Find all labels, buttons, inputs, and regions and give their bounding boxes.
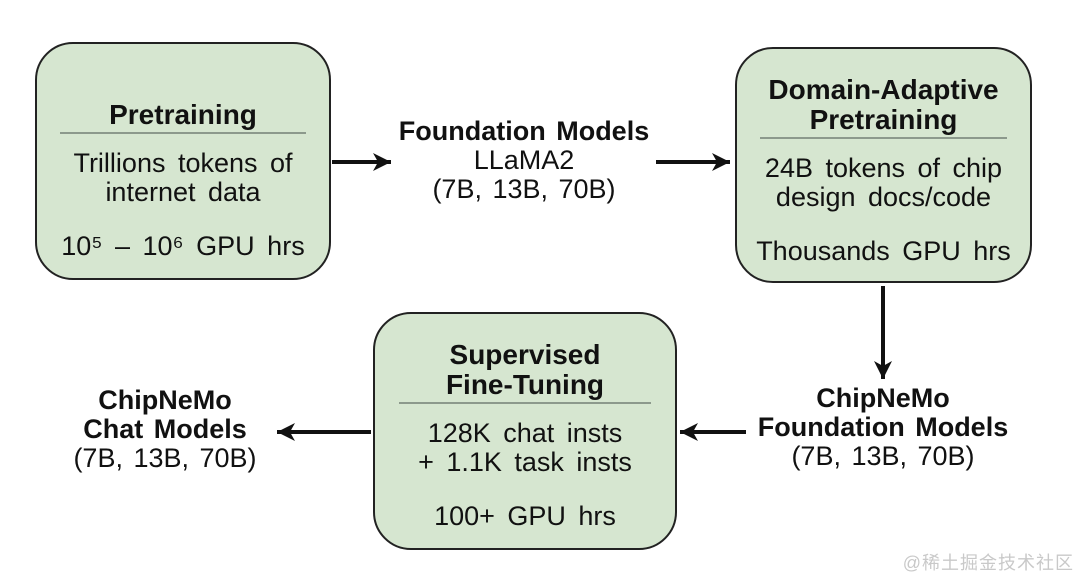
foundation-models-label-line: Foundation Models [398,116,650,146]
chipnemo-foundation-label-line: ChipNeMo [816,383,950,413]
foundation-models-label-line: LLaMA2 [473,145,575,175]
foundation-models-label-line: (7B, 13B, 70B) [432,174,616,204]
foundation-models-label: Foundation Models LLaMA2 (7B, 13B, 70B) [359,117,689,204]
chipnemo-chat-label-line: (7B, 13B, 70B) [73,443,257,473]
supervised-fine-tuning-box-title: Supervised Fine-Tuning [375,314,675,410]
sft-gpu-hours: 100+ GPU hrs [434,501,616,531]
pretraining-body-line: Trillions tokens of [73,148,293,178]
chipnemo-chat-label-line: ChipNeMo [98,385,232,415]
sft-title-line: Supervised [449,339,601,370]
chipnemo-foundation-label-line: (7B, 13B, 70B) [791,441,975,471]
dapt-gpu-hours: Thousands GPU hrs [756,236,1011,266]
sft-title-line: Fine-Tuning [445,369,605,400]
pretraining-gpu-hours: 10⁵ – 10⁶ GPU hrs [61,231,305,261]
watermark-text: @稀土掘金技术社区 [902,553,1074,573]
pretraining-box-body: Trillions tokens of internet data [37,149,329,207]
domain-adaptive-pretraining-box: Domain-Adaptive Pretraining 24B tokens o… [735,47,1032,283]
sft-body-line: + 1.1K task insts [418,447,632,477]
sft-box-body: 128K chat insts + 1.1K task insts [375,419,675,477]
title-divider [760,137,1007,139]
sft-body-line: 128K chat insts [427,418,623,448]
domain-adaptive-pretraining-box-title: Domain-Adaptive Pretraining [737,49,1030,145]
supervised-fine-tuning-box: Supervised Fine-Tuning 128K chat insts +… [373,312,677,550]
title-divider [60,132,306,134]
chipnemo-foundation-label-line: Foundation Models [757,412,1009,442]
dapt-title-line: Domain-Adaptive [768,74,999,105]
dapt-body-line: design docs/code [775,182,992,212]
dapt-title-line: Pretraining [809,104,958,135]
chipnemo-foundation-models-label: ChipNeMo Foundation Models (7B, 13B, 70B… [718,384,1048,471]
pretraining-box-title-line: Pretraining [109,99,257,130]
dapt-box-body: 24B tokens of chip design docs/code [737,154,1030,212]
title-divider [399,402,651,404]
pretraining-box-title: Pretraining [37,44,329,140]
chipnemo-chat-label-line: Chat Models [83,414,247,444]
chipnemo-chat-models-label: ChipNeMo Chat Models (7B, 13B, 70B) [5,386,325,473]
pretraining-box: Pretraining Trillions tokens of internet… [35,42,331,280]
dapt-body-line: 24B tokens of chip [764,153,1003,183]
pretraining-body-line: internet data [105,177,261,207]
